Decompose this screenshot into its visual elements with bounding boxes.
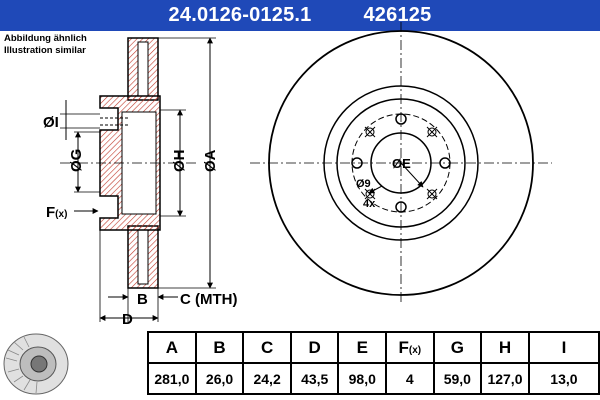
title-bar: 24.0126-0125.1 426125 — [0, 0, 600, 31]
col-c-header: C — [242, 331, 292, 364]
label-bolt-dia: Ø9 — [356, 178, 371, 190]
upper-vent-channel — [137, 41, 149, 97]
rotor-thumbnail-image — [3, 333, 69, 395]
spec-header-row: A B C D E F(x) G H I — [147, 331, 600, 364]
col-a-value: 281,0 — [147, 362, 197, 395]
col-b-header: B — [194, 331, 245, 364]
col-g-value: 59,0 — [432, 362, 483, 395]
label-b: B — [137, 291, 148, 308]
spec-value-row: 281,0 26,0 24,2 43,5 98,0 4 59,0 127,0 1… — [147, 362, 600, 395]
bolt-hole-bottom — [395, 201, 407, 213]
technical-drawing: ØI ØG ØH ØA F(x) B C (MTH) D ØE Ø9 — [43, 22, 552, 326]
label-f: F(x) — [46, 204, 67, 221]
col-b-value: 26,0 — [194, 362, 245, 395]
note-german: Abbildung ähnlich — [4, 33, 87, 44]
spec-table: A B C D E F(x) G H I 281,0 26,0 24,2 43,… — [147, 331, 600, 395]
reference-number: 426125 — [363, 4, 432, 26]
label-c: C (MTH) — [180, 291, 237, 308]
col-a-header: A — [147, 331, 197, 364]
label-dia-g: ØG — [68, 149, 85, 172]
col-e-value: 98,0 — [337, 362, 388, 395]
lower-vent-channel — [137, 229, 149, 285]
col-d-header: D — [289, 331, 340, 364]
bolt-hole-left — [351, 157, 363, 169]
bolt-hole-top — [395, 113, 407, 125]
col-i-header: I — [527, 331, 600, 364]
front-view: ØE Ø9 4x — [250, 22, 552, 304]
col-i-value: 13,0 — [527, 362, 600, 395]
col-g-header: G — [432, 331, 483, 364]
label-d: D — [122, 311, 133, 326]
spec-table-area: A B C D E F(x) G H I 281,0 26,0 24,2 43,… — [0, 326, 600, 400]
bolt-hole-right — [439, 157, 451, 169]
col-f-header: F(x) — [385, 331, 435, 364]
note-english: Illustration similar — [4, 45, 86, 56]
col-f-value: 4 — [385, 362, 435, 395]
col-e-header: E — [337, 331, 388, 364]
col-h-value: 127,0 — [480, 362, 530, 395]
col-c-value: 24,2 — [242, 362, 292, 395]
label-bolt-count: 4x — [363, 198, 376, 210]
side-section-view: ØI ØG ØH ØA F(x) B C (MTH) D — [43, 37, 237, 326]
illustration-note: Abbildung ähnlich Illustration similar — [4, 33, 87, 57]
label-dia-h: ØH — [171, 150, 188, 173]
col-h-header: H — [480, 331, 530, 364]
label-dia-a: ØA — [202, 149, 219, 172]
col-d-value: 43,5 — [289, 362, 340, 395]
part-number: 24.0126-0125.1 — [168, 4, 312, 26]
label-dia-e: ØE — [392, 156, 411, 171]
label-dia-i: ØI — [43, 114, 59, 131]
